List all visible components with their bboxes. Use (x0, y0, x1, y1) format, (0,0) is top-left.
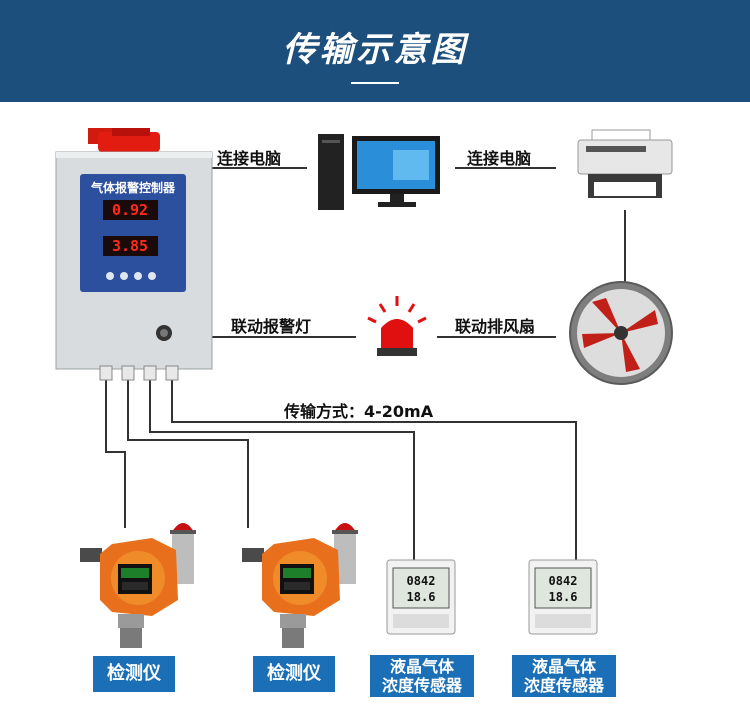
controller-key-1 (106, 272, 114, 280)
detector-1-label: 检测仪 (93, 656, 175, 692)
lcd-sensor-2: 0842 18.6 (528, 559, 598, 635)
label-connect-pc-left: 连接电脑 (217, 149, 282, 168)
controller-display-1: 0.92 (112, 201, 148, 219)
lcd-sensor-1-reading-top: 0842 (407, 574, 436, 588)
page-title: 传输示意图 (282, 30, 468, 70)
lcd-sensor-1-reading-bottom: 18.6 (407, 590, 436, 604)
lcd-sensor-2-reading-top: 0842 (549, 574, 578, 588)
lcd-sensor-1-label-line1: 液晶气体 (389, 657, 454, 676)
controller-key-3 (134, 272, 142, 280)
gas-alarm-controller: 气体报警控制器 0.92 3.85 (55, 128, 213, 381)
gas-detector-2 (242, 523, 358, 648)
controller-display-2: 3.85 (112, 237, 148, 255)
label-transmission: 传输方式：4-20mA (284, 402, 434, 421)
lcd-sensor-1-label: 液晶气体 浓度传感器 (370, 655, 474, 697)
computer-icon (318, 134, 440, 210)
controller-key-4 (148, 272, 156, 280)
detector-2-label: 检测仪 (253, 656, 335, 692)
controller-title: 气体报警控制器 (90, 180, 176, 195)
wire-1 (105, 380, 126, 528)
label-connect-pc-right: 连接电脑 (467, 149, 532, 168)
exhaust-fan-icon (569, 281, 673, 385)
label-linked-exhaust-fan: 联动排风扇 (455, 317, 536, 336)
gas-detector-1 (80, 523, 196, 648)
lcd-sensor-2-label: 液晶气体 浓度传感器 (512, 655, 616, 697)
title-underline (351, 82, 399, 84)
printer-icon (577, 129, 673, 198)
connection-lines (105, 167, 626, 560)
alarm-light-icon (367, 296, 427, 356)
controller-key-2 (120, 272, 128, 280)
label-linked-alarm-light: 联动报警灯 (231, 317, 312, 336)
header-banner: 传输示意图 (0, 0, 750, 102)
lcd-sensor-2-reading-bottom: 18.6 (549, 590, 578, 604)
lcd-sensor-1-label-line2: 浓度传感器 (381, 676, 462, 695)
lcd-sensor-2-label-line1: 液晶气体 (531, 657, 596, 676)
wire-3 (149, 380, 415, 560)
wire-4 (171, 380, 577, 560)
wire-2 (127, 380, 249, 528)
lcd-sensor-2-label-line2: 浓度传感器 (523, 676, 604, 695)
lcd-sensor-1: 0842 18.6 (386, 559, 456, 635)
